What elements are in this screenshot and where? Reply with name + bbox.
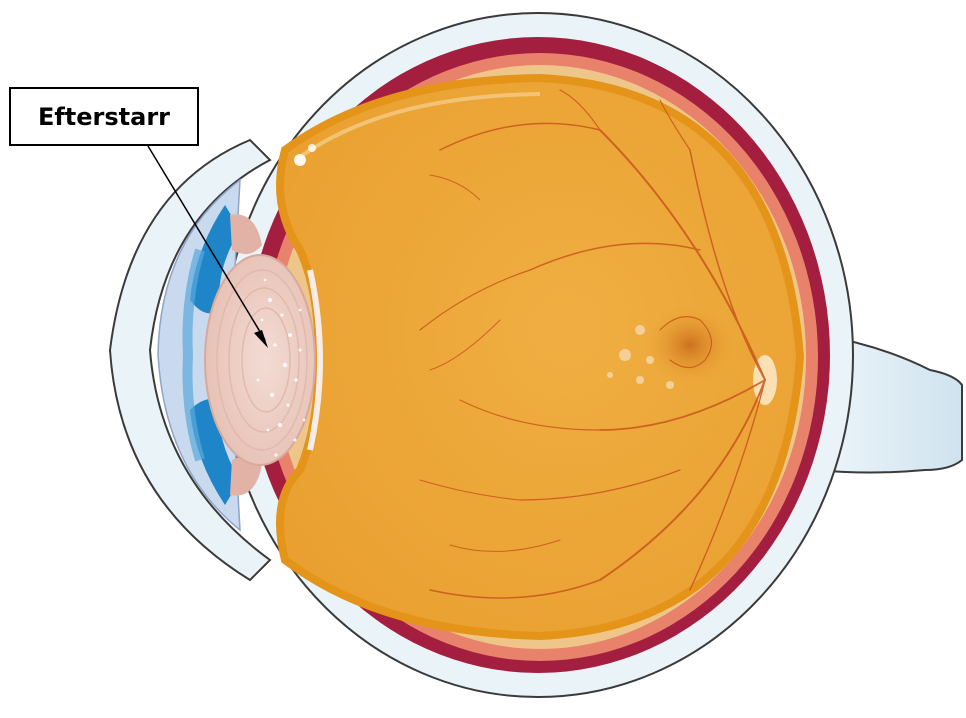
label-text: Efterstarr (38, 103, 170, 131)
label-box: Efterstarr (9, 87, 199, 146)
